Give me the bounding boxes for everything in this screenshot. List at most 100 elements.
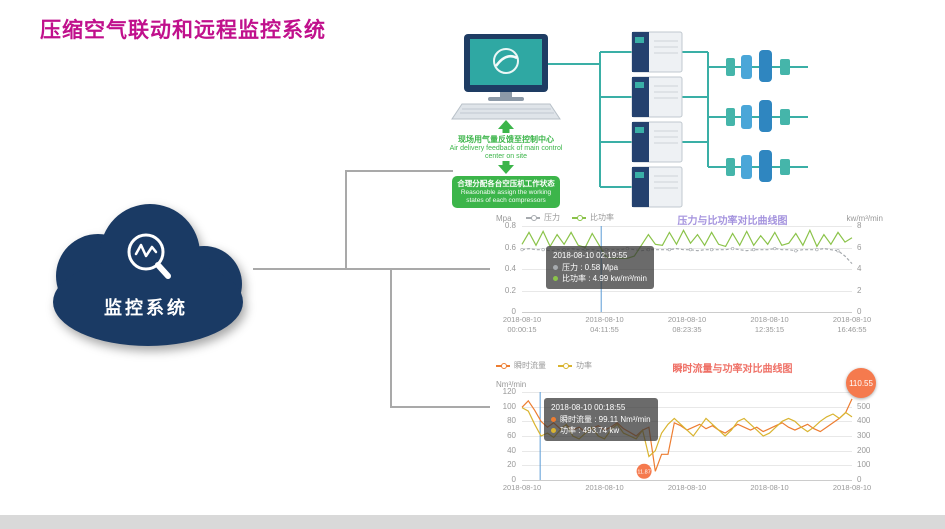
legend-label: 功率 [576,361,592,370]
tooltip-title: 2018-08-10 00:18:55 [551,403,626,412]
series-point-marker [709,248,714,252]
control-computer-icon [451,34,561,120]
chart1-legend: 压力 比功率 [526,212,614,223]
min-point-label: 11.87 [637,469,650,475]
gridline [522,247,852,249]
y-axis-left-tick: 100 [502,401,516,411]
y-axis-left-tick: 40 [507,445,516,455]
y-axis-left-tick: 20 [507,460,516,470]
y-axis-right-tick: 0 [857,475,862,484]
compressor-unit-4 [631,166,683,208]
feedback-text-cn: 现场用气量反馈至控制中心 [458,135,554,144]
assign-text-cn: 合理分配各台空压机工作状态 [457,179,555,188]
compressor-unit-3 [631,121,683,163]
air-treatment-unit-2 [726,100,790,132]
y-axis-left-unit: Mpa [496,214,512,223]
legend-line-icon [572,214,586,221]
series-point-marker [731,246,735,251]
assign-text-en: Reasonable assign the working states of … [460,188,552,204]
gridline [522,421,852,423]
series-point-marker [541,248,545,252]
tooltip-row: 比功率 : 4.99 kw/m³/min [553,273,647,285]
y-axis-left-tick: 0.4 [504,264,516,273]
chart2-legend: 瞬时流量 功率 [496,360,592,371]
gridline [522,406,852,408]
y-axis-left-tick: 0 [511,475,516,484]
legend-dot-icon [563,362,569,369]
series-point-marker [520,248,524,252]
series-point-marker [794,249,798,253]
tooltip-row-text: 压力 : 0.58 Mpa [562,262,619,272]
connector-line-middle [253,268,492,270]
y-axis-left-tick: 0 [511,307,516,316]
y-axis-right-unit: kw/m³/min [846,214,883,223]
gridline [522,226,852,227]
y-axis-left-tick: 0.2 [504,285,516,295]
legend-dot-icon [577,214,583,221]
max-value-badge: 110.55 [846,368,876,398]
tooltip-row-text: 瞬时流量 : 99.11 Nm³/min [560,414,651,424]
y-axis-left-tick: 0.6 [504,242,516,252]
legend-line-icon [558,362,572,369]
y-axis-right-tick: 400 [857,416,871,426]
y-axis-right-tick: 300 [857,431,871,440]
gridline [522,450,852,452]
diagram-graphics [451,31,808,208]
legend-item-功率[interactable]: 功率 [558,360,592,371]
y-axis-right-tick: 200 [857,445,871,455]
y-axis-right-tick: 6 [857,242,862,252]
connector-line-bottom-vertical [390,268,392,408]
gridline [522,290,852,292]
x-axis-tick: 2018-08-10 [750,483,789,492]
tooltip-series-dot-icon [553,264,558,270]
page-title: 压缩空气联动和远程监控系统 [40,19,326,42]
gridline [522,436,852,437]
y-axis-right-tick: 500 [857,401,871,411]
gridline [522,269,852,270]
y-axis-right-tick: 4 [857,264,862,273]
feedback-text-en: Air delivery feedback of main control ce… [449,145,563,161]
chart1-title: 压力与比功率对比曲线图 [677,216,788,227]
legend-dot-icon [501,362,507,369]
series-point-marker [752,248,756,252]
series-point-marker [773,246,777,251]
y-axis-right-tick: 2 [857,285,862,295]
magnifier-chart-icon [127,233,171,279]
legend-label: 压力 [544,213,560,222]
y-axis-left-tick: 60 [507,431,516,440]
gridline [522,480,852,481]
system-diagram: 现场用气量反馈至控制中心 Air delivery feedback of ma… [450,22,820,222]
compressor-unit-1 [631,31,683,73]
y-axis-right-tick: 8 [857,221,862,230]
x-axis-tick: 2018-08-10 [832,483,872,492]
y-axis-left-tick: 0.8 [504,221,516,230]
arrow-up-icon [498,120,514,133]
tooltip-row: 功率 : 493.74 kw [551,425,651,437]
tooltip-series-dot-icon [553,276,558,282]
air-treatment-unit-1 [726,50,790,82]
legend-item-压力[interactable]: 压力 [526,212,560,223]
tooltip-row-text: 比功率 : 4.99 kw/m³/min [562,274,647,284]
y-axis-right-tick: 0 [857,307,862,316]
y-axis-left-tick: 120 [502,387,516,396]
tooltip-row: 瞬时流量 : 99.11 Nm³/min [551,414,651,426]
gridline [522,392,852,393]
legend-item-瞬时流量[interactable]: 瞬时流量 [496,360,546,371]
gridline [522,465,852,467]
monitoring-cloud[interactable]: 监控系统 [28,192,264,356]
series-point-marker [688,248,693,252]
y-axis-left-tick: 80 [507,416,516,426]
series-point-marker [667,248,672,252]
connector-line-top-horizontal [345,170,453,172]
connector-line-top-vertical [345,170,347,270]
pipe-network [548,51,808,188]
legend-item-比功率[interactable]: 比功率 [572,212,614,223]
